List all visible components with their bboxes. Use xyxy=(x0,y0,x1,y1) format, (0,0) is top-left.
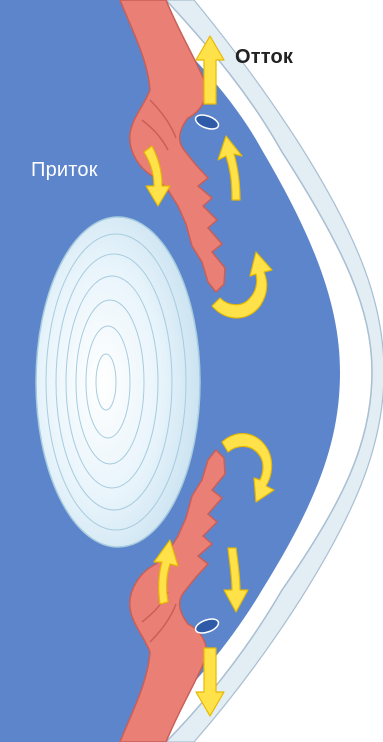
inflow-label: Приток xyxy=(31,159,98,182)
lens xyxy=(36,217,200,547)
outflow-label: Отток xyxy=(235,46,293,69)
